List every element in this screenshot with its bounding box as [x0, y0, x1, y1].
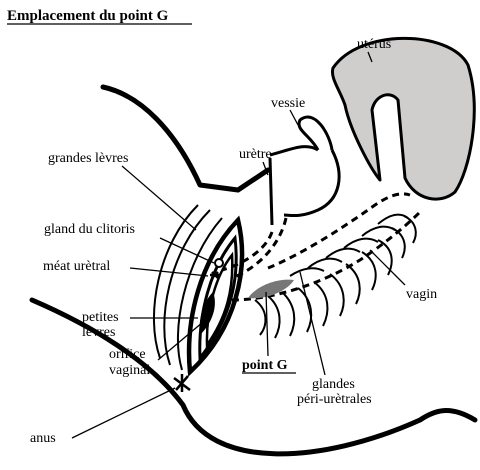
clitoris-glans	[214, 258, 224, 268]
leader-lines	[71, 51, 406, 439]
label-glandes-2: péri-urètrales	[297, 392, 372, 407]
body-outline-back	[100, 84, 271, 193]
bladder-lower	[283, 149, 341, 218]
label-anus: anus	[30, 431, 56, 446]
label-uterus: utérus	[357, 37, 391, 52]
vaginal-orifice	[199, 292, 215, 335]
body-outline-lower	[29, 297, 478, 457]
vulva	[152, 204, 245, 377]
anus-mark	[173, 374, 191, 392]
label-orifice-1: orifice	[109, 347, 146, 362]
vagina-wall-upper	[267, 192, 411, 270]
label-point-g: point G	[242, 358, 288, 373]
label-glandes-1: glandes	[312, 377, 355, 392]
label-petites-levres-1: petites	[82, 310, 119, 325]
label-grandes-levres: grandes lèvres	[48, 151, 128, 166]
vagina-wall-lower	[231, 208, 424, 302]
urethral-meatus	[210, 271, 220, 279]
bladder-top	[297, 115, 334, 151]
point-g-area	[248, 279, 294, 299]
diagram-title: Emplacement du point G	[7, 8, 169, 24]
label-uretre: urètre	[239, 147, 272, 162]
labia-majora	[186, 215, 245, 377]
bladder-left	[269, 145, 319, 157]
urethra-upper	[268, 157, 274, 226]
vagina-rugae	[254, 213, 417, 339]
label-gland-clitoris: gland du clitoris	[44, 222, 135, 237]
urethra-dashed	[221, 231, 274, 272]
label-meat-uretral: méat urètral	[43, 259, 110, 274]
label-vessie: vessie	[271, 96, 305, 111]
label-orifice-2: vaginal	[109, 363, 150, 378]
uterus-shape	[330, 36, 476, 201]
label-vagin: vagin	[406, 287, 437, 302]
label-petites-levres-2: lèvres	[82, 325, 115, 340]
